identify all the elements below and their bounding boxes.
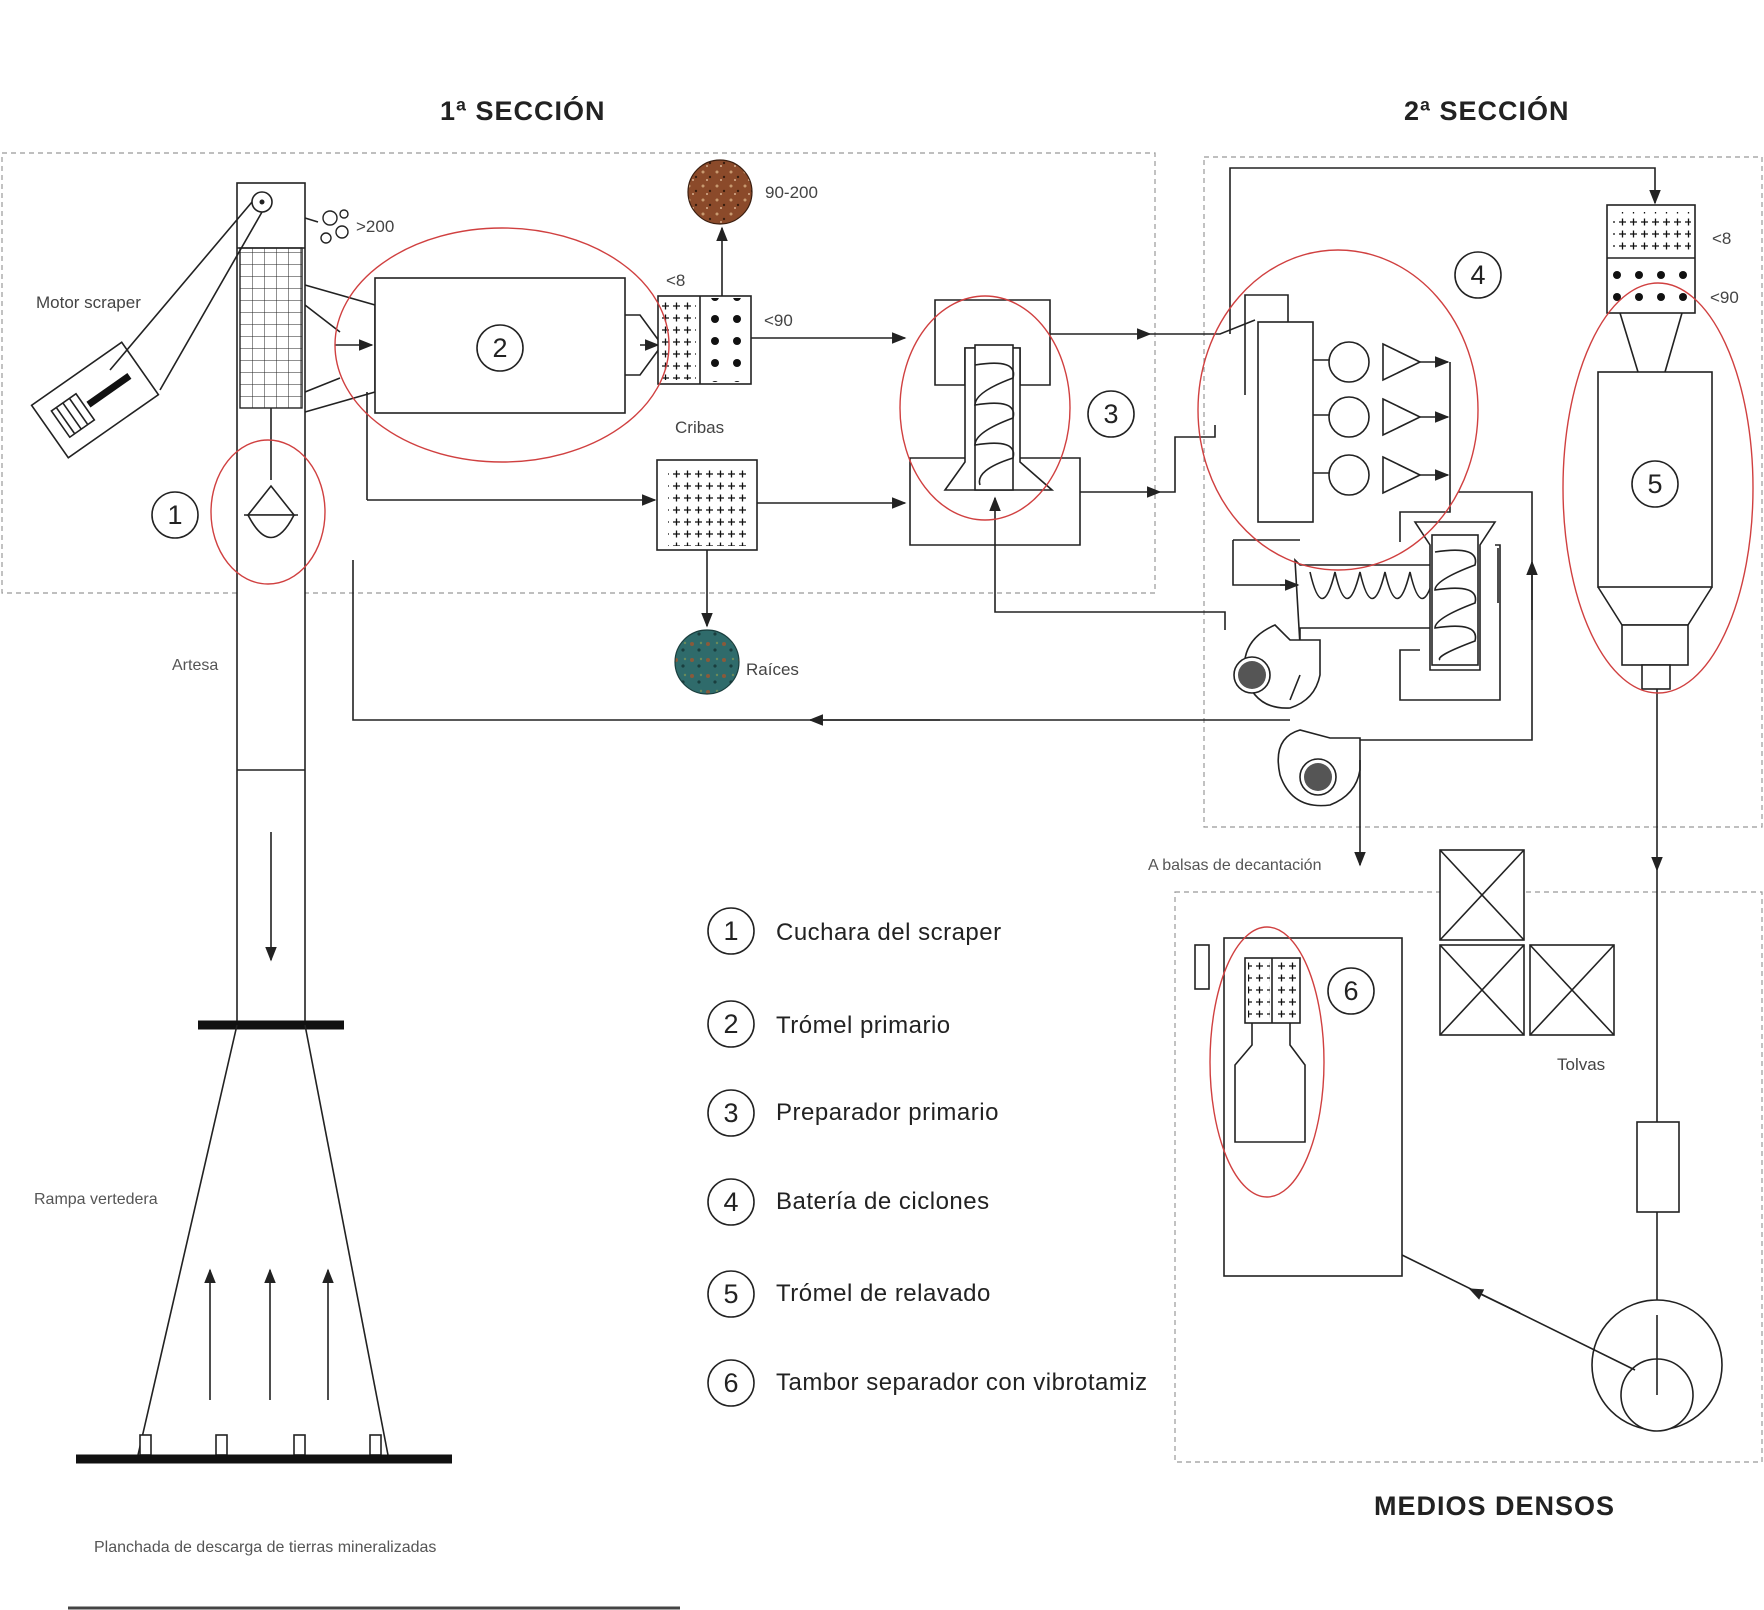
highlight-5	[1562, 282, 1754, 694]
secondary-screen	[656, 459, 758, 551]
label-gt200: >200	[356, 217, 394, 236]
number-circle-5: 5	[1631, 460, 1679, 508]
label-abalsas: A balsas de decantación	[1148, 857, 1321, 874]
pump-icon-lower	[1277, 729, 1361, 807]
highlight-3	[899, 295, 1071, 521]
label-cribas: Cribas	[675, 418, 724, 437]
artesa-column	[236, 182, 306, 1024]
section-frame-third	[1174, 891, 1763, 1463]
number-circle-2: 2	[476, 324, 524, 372]
number-circle-6: 6	[1327, 967, 1375, 1015]
section-title-second: 2ª SECCIÓN	[1404, 95, 1570, 126]
legend-item: 3 Preparador primario	[707, 1089, 999, 1137]
number-circle-1: 1	[151, 491, 199, 539]
dense-media-drum	[1401, 1254, 1723, 1432]
section-title-first: 1ª SECCIÓN	[440, 95, 606, 126]
section-frame-first	[1, 152, 1156, 594]
svg-text:6: 6	[723, 1368, 738, 1398]
motor-scraper-icon	[30, 201, 263, 459]
tolvas	[1439, 849, 1615, 1036]
legend-item: 4 Batería de ciclones	[707, 1178, 990, 1226]
svg-text:Trómel de relavado: Trómel de relavado	[776, 1280, 991, 1307]
bateria-ciclones	[1244, 294, 1451, 542]
pump-icon-upper	[1233, 624, 1321, 709]
label-rampa: Rampa vertedera	[34, 1191, 158, 1208]
label-lt8-b: <8	[1712, 229, 1731, 248]
svg-text:1: 1	[723, 916, 738, 946]
label-90-200: 90-200	[765, 183, 818, 202]
svg-text:4: 4	[1470, 260, 1485, 290]
legend-item: 2 Trómel primario	[707, 1000, 951, 1048]
cribas-screen	[657, 295, 752, 385]
highlight-1	[210, 439, 326, 585]
svg-text:2: 2	[723, 1009, 738, 1039]
legend: 1 Cuchara del scraper 2 Trómel primario …	[707, 907, 1148, 1407]
screw-classifiers	[1232, 491, 1538, 741]
label-raices: Raíces	[746, 660, 799, 679]
label-lt90-b: <90	[1710, 288, 1739, 307]
legend-item: 6 Tambor separador con vibrotamiz	[707, 1359, 1148, 1407]
number-circle-4: 4	[1454, 251, 1502, 299]
relavado-screen	[1606, 204, 1696, 314]
svg-text:4: 4	[723, 1187, 738, 1217]
label-motor-scraper: Motor scraper	[36, 293, 141, 312]
highlight-4	[1197, 249, 1479, 571]
legend-item: 5 Trómel de relavado	[707, 1270, 991, 1318]
label-planchada: Planchada de descarga de tierras mineral…	[94, 1539, 436, 1556]
legend-item: 1 Cuchara del scraper	[707, 907, 1002, 955]
ramp	[76, 1020, 452, 1464]
svg-text:5: 5	[1647, 469, 1662, 499]
svg-text:6: 6	[1343, 976, 1358, 1006]
highlight-6	[1209, 926, 1325, 1198]
label-tolvas: Tolvas	[1557, 1055, 1605, 1074]
svg-text:3: 3	[1103, 399, 1118, 429]
preparador-primario	[909, 299, 1081, 546]
number-circle-3: 3	[1087, 390, 1135, 438]
svg-text:5: 5	[723, 1279, 738, 1309]
svg-text:Batería de ciclones: Batería de ciclones	[776, 1188, 990, 1215]
ore-90-200-icon	[687, 159, 753, 225]
section-frame-second	[1203, 156, 1763, 828]
roots-icon	[674, 629, 740, 695]
svg-text:3: 3	[723, 1098, 738, 1128]
svg-text:Preparador primario: Preparador primario	[776, 1099, 999, 1126]
label-lt8-a: <8	[666, 271, 685, 290]
highlight-2	[334, 227, 670, 463]
scraper-bucket-icon	[244, 408, 298, 539]
svg-text:1: 1	[167, 500, 182, 530]
section-title-third: MEDIOS DENSOS	[1374, 1491, 1615, 1521]
label-lt90-a: <90	[764, 311, 793, 330]
label-artesa: Artesa	[172, 657, 218, 674]
svg-text:Trómel primario: Trómel primario	[776, 1012, 951, 1039]
scraper-pulley-icon	[251, 191, 273, 213]
rocks-icon	[304, 209, 349, 244]
svg-text:Cuchara del scraper: Cuchara del scraper	[776, 919, 1002, 946]
svg-text:Tambor separador con vibrotami: Tambor separador con vibrotamiz	[776, 1369, 1148, 1396]
svg-text:2: 2	[492, 333, 507, 363]
